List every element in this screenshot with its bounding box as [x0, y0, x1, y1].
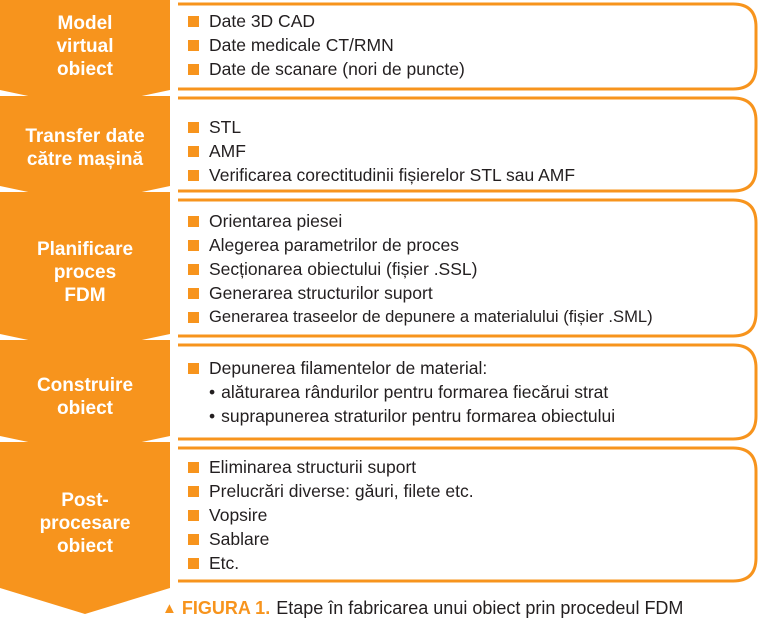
- stage-label-transfer: Transfer date către mașină: [4, 110, 166, 186]
- stage-items-model-virtual: Date 3D CAD Date medicale CT/RMN Date de…: [178, 9, 756, 81]
- square-bullet-icon: [188, 461, 199, 473]
- stage-box-outline-5: [178, 446, 758, 583]
- stage-label-planificare: Planificare proces FDM: [4, 212, 166, 332]
- item-text: Date de scanare (nori de puncte): [209, 58, 465, 79]
- item-text: Etc.: [209, 552, 240, 573]
- stage-label-line: Planificare: [36, 238, 134, 260]
- stage-label-post-procesare: Post- procesare obiect: [4, 458, 166, 588]
- stage-box-outline-1: [178, 2, 758, 91]
- list-item: Verificarea corectitudinii fișierelor ST…: [188, 163, 748, 187]
- square-bullet-icon: [188, 362, 199, 374]
- sub-list-item: •alăturarea rândurilor pentru formarea f…: [188, 380, 748, 404]
- list-item: Sablare: [188, 527, 748, 551]
- stage-label-model-virtual: Model virtual obiect: [4, 4, 166, 88]
- square-bullet-icon: [188, 263, 199, 275]
- stage-label-construire: Construire obiect: [4, 360, 166, 434]
- stage-items-post-procesare: Eliminarea structurii suport Prelucrări …: [178, 455, 756, 575]
- item-text: Eliminarea structurii suport: [209, 456, 417, 477]
- stage-items-construire: Depunerea filamentelor de material: •ală…: [178, 356, 756, 428]
- item-text: Sablare: [209, 528, 270, 549]
- list-item: AMF: [188, 139, 748, 163]
- list-item: Generarea structurilor suport: [188, 281, 748, 305]
- item-text: Date 3D CAD: [209, 10, 316, 31]
- item-text: Prelucrări diverse: găuri, filete etc.: [209, 480, 474, 501]
- square-bullet-icon: [188, 169, 199, 181]
- item-text: alăturarea rândurilor pentru formarea fi…: [221, 381, 609, 402]
- square-bullet-icon: [188, 533, 199, 545]
- item-text: Generarea structurilor suport: [209, 282, 433, 303]
- caption-text: Etape în fabricarea unui obiect prin pro…: [276, 598, 684, 618]
- list-item: Etc.: [188, 551, 748, 575]
- stage-arrow-2: [0, 96, 170, 204]
- stage-label-line: Construire: [36, 375, 134, 396]
- stage-label-line: obiect: [57, 398, 113, 419]
- stage-arrow-1: [0, 0, 170, 108]
- list-item: Depunerea filamentelor de material:: [188, 356, 748, 380]
- stage-label-line: FDM: [64, 284, 106, 306]
- stage-label-line: obiect: [57, 58, 113, 80]
- sub-list-item: •suprapunerea straturilor pentru formare…: [188, 404, 748, 428]
- stage-label-line: procesare: [39, 512, 131, 534]
- list-item: Eliminarea structurii suport: [188, 455, 748, 479]
- triangle-up-icon: ▲: [162, 600, 177, 617]
- item-text: Orientarea piesei: [209, 210, 343, 231]
- item-text: Secționarea obiectului (fișier .SSL): [209, 258, 478, 279]
- square-bullet-icon: [188, 215, 199, 227]
- stage-label-line: Model: [57, 12, 113, 34]
- figure-caption: ▲ FIGURA 1. Etape în fabricarea unui obi…: [162, 598, 758, 619]
- square-bullet-icon: [188, 39, 199, 51]
- list-item: Date 3D CAD: [188, 9, 748, 33]
- dot-bullet-icon: •: [209, 381, 216, 402]
- item-text: Generarea traseelor de depunere a materi…: [209, 307, 653, 326]
- stage-label-line: Transfer date: [25, 126, 145, 147]
- square-bullet-icon: [188, 311, 199, 323]
- stage-label-line: proces: [53, 261, 117, 283]
- list-item: Generarea traseelor de depunere a materi…: [188, 305, 748, 329]
- stage-box-outline-4: [178, 343, 758, 441]
- figure-number: FIGURA 1.: [181, 598, 271, 618]
- list-item: Alegerea parametrilor de proces: [188, 233, 748, 257]
- item-text: STL: [209, 116, 242, 137]
- square-bullet-icon: [188, 15, 199, 27]
- dot-bullet-icon: •: [209, 405, 216, 426]
- stage-box-outline-2: [178, 96, 758, 193]
- stage-label-line: virtual: [56, 35, 114, 57]
- item-text: AMF: [209, 140, 246, 161]
- list-item: STL: [188, 115, 748, 139]
- stage-label-line: Post-: [61, 489, 109, 511]
- square-bullet-icon: [188, 509, 199, 521]
- item-text: Verificarea corectitudinii fișierelor ST…: [209, 164, 576, 185]
- stage-items-planificare: Orientarea piesei Alegerea parametrilor …: [178, 209, 756, 329]
- list-item: Date medicale CT/RMN: [188, 33, 748, 57]
- item-text: Date medicale CT/RMN: [209, 34, 394, 55]
- stage-arrow-5: [0, 442, 170, 614]
- stage-box-outline-3: [178, 198, 758, 338]
- item-text: Vopsire: [209, 504, 268, 525]
- stage-arrow-4: [0, 340, 170, 454]
- square-bullet-icon: [188, 287, 199, 299]
- list-item: Vopsire: [188, 503, 748, 527]
- square-bullet-icon: [188, 145, 199, 157]
- stage-items-transfer: STL AMF Verificarea corectitudinii fișie…: [178, 115, 756, 187]
- square-bullet-icon: [188, 239, 199, 251]
- stage-arrow-3: [0, 192, 170, 352]
- square-bullet-icon: [188, 121, 199, 133]
- stage-label-line: către mașină: [26, 149, 144, 170]
- list-item: Prelucrări diverse: găuri, filete etc.: [188, 479, 748, 503]
- item-text: suprapunerea straturilor pentru formarea…: [221, 405, 616, 426]
- list-item: Orientarea piesei: [188, 209, 748, 233]
- item-text: Depunerea filamentelor de material:: [209, 357, 488, 378]
- stage-label-line: obiect: [57, 535, 113, 557]
- square-bullet-icon: [188, 557, 199, 569]
- square-bullet-icon: [188, 63, 199, 75]
- list-item: Secționarea obiectului (fișier .SSL): [188, 257, 748, 281]
- square-bullet-icon: [188, 485, 199, 497]
- item-text: Alegerea parametrilor de proces: [209, 234, 459, 255]
- list-item: Date de scanare (nori de puncte): [188, 57, 748, 81]
